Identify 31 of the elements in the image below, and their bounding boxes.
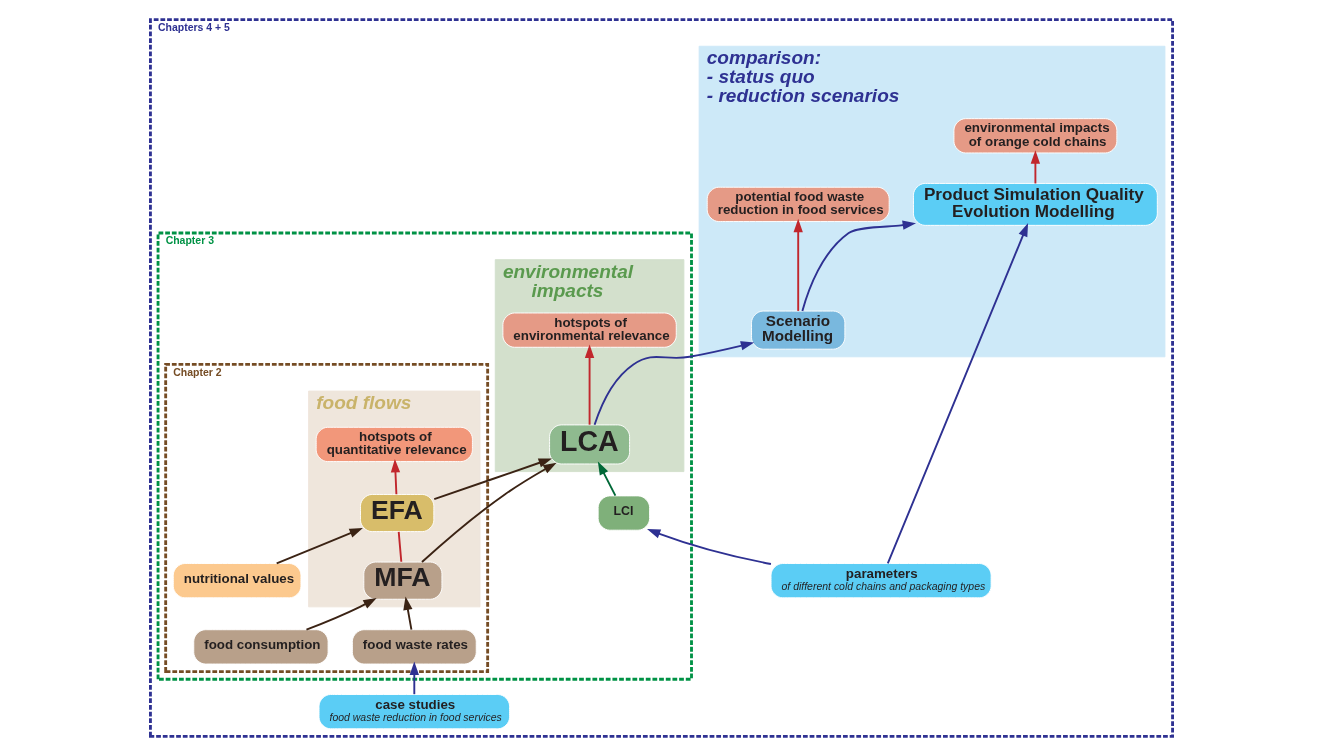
arrow bbox=[593, 341, 754, 426]
node-box: parameters of different cold chains and packaging types bbox=[770, 563, 992, 599]
arrow bbox=[646, 529, 772, 565]
arrow bbox=[402, 596, 412, 631]
arrow bbox=[886, 223, 1028, 565]
node-box: food consumption bbox=[192, 629, 329, 665]
node-box: food waste rates bbox=[351, 629, 477, 665]
node-box: case studies food waste reduction in food services bbox=[318, 694, 510, 730]
node-box: Scenario Modelling bbox=[750, 310, 845, 350]
arrow bbox=[432, 458, 552, 501]
node-box: hotspots of quantitative relevance bbox=[315, 426, 473, 463]
node-box: MFA bbox=[362, 561, 442, 600]
node-box: potential food waste reduction in food services bbox=[706, 186, 890, 222]
arrow bbox=[275, 528, 363, 565]
arrow bbox=[1030, 150, 1040, 185]
arrow bbox=[584, 344, 594, 426]
arrow bbox=[800, 220, 916, 312]
node-box: nutritional values bbox=[172, 563, 301, 599]
arrow bbox=[390, 459, 400, 496]
node-box: LCA bbox=[548, 424, 630, 465]
connector bbox=[397, 530, 402, 563]
node-box: environmental impacts of orange cold chains bbox=[952, 118, 1117, 154]
arrow bbox=[420, 462, 557, 563]
arrow bbox=[409, 661, 419, 696]
arrow bbox=[305, 597, 377, 631]
arrow bbox=[793, 218, 803, 312]
node-box: hotspots of environmental relevance bbox=[501, 312, 677, 348]
node-box: EFA bbox=[359, 494, 434, 533]
node-box: Product Simulation Quality Evolution Modelling bbox=[912, 182, 1158, 226]
arrow bbox=[597, 461, 616, 497]
node-box: LCI bbox=[597, 495, 650, 531]
